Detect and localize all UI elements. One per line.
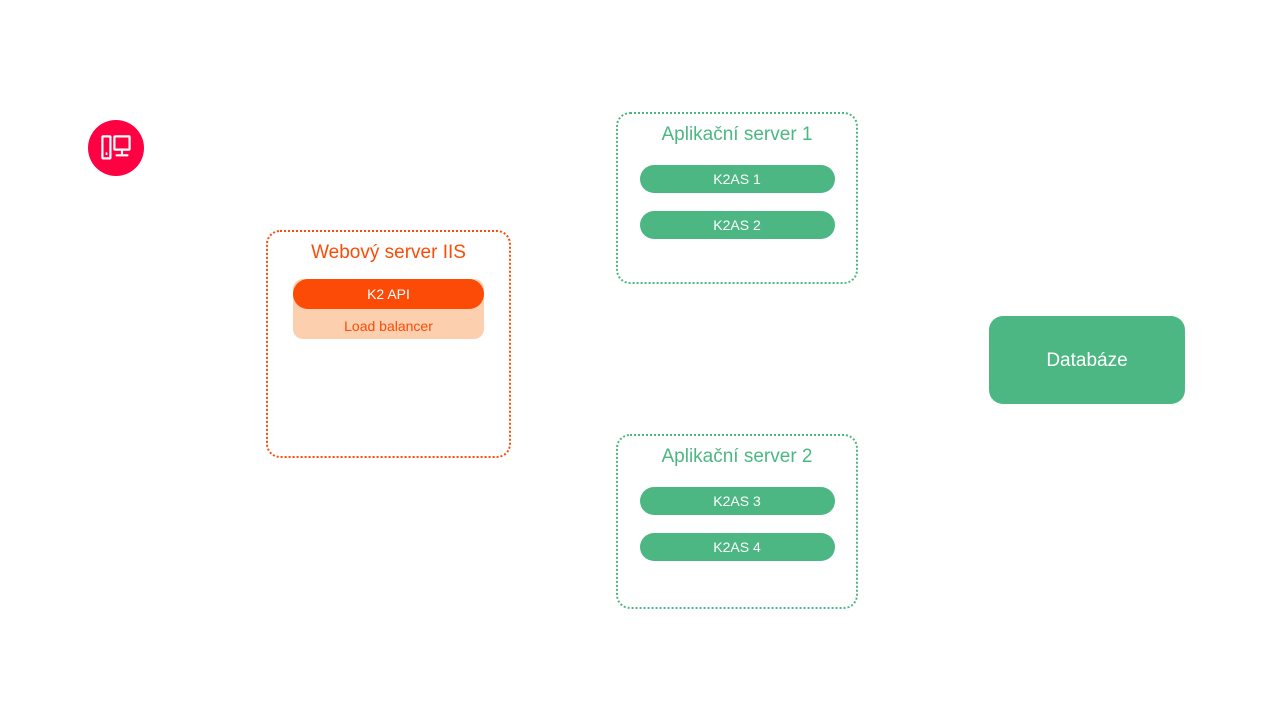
k2as-1-pill[interactable]: K2AS 1 (639, 165, 835, 193)
database-node[interactable]: Databáze (989, 316, 1185, 404)
k2as-3-pill[interactable]: K2AS 3 (639, 487, 835, 515)
app-server-2-title: Aplikační server 2 (661, 446, 813, 467)
app-server-2-zone[interactable]: Aplikační server 2 K2AS 3 K2AS 4 (616, 434, 858, 609)
k2as-2-pill[interactable]: K2AS 2 (639, 211, 835, 239)
web-server-components: Load balancer K2 API (293, 279, 484, 339)
desktop-computer-icon (101, 135, 131, 161)
client-node[interactable] (88, 120, 144, 176)
k2as-4-pill[interactable]: K2AS 4 (639, 533, 835, 561)
app-server-1-title: Aplikační server 1 (661, 124, 813, 145)
web-server-title: Webový server IIS (311, 242, 466, 263)
database-label: Databáze (1046, 349, 1128, 371)
web-server-zone[interactable]: Webový server IIS Load balancer K2 API (266, 230, 511, 458)
load-balancer-label: Load balancer (344, 318, 433, 334)
app-server-1-zone[interactable]: Aplikační server 1 K2AS 1 K2AS 2 (616, 112, 858, 284)
k2-api-pill[interactable]: K2 API (293, 279, 484, 309)
